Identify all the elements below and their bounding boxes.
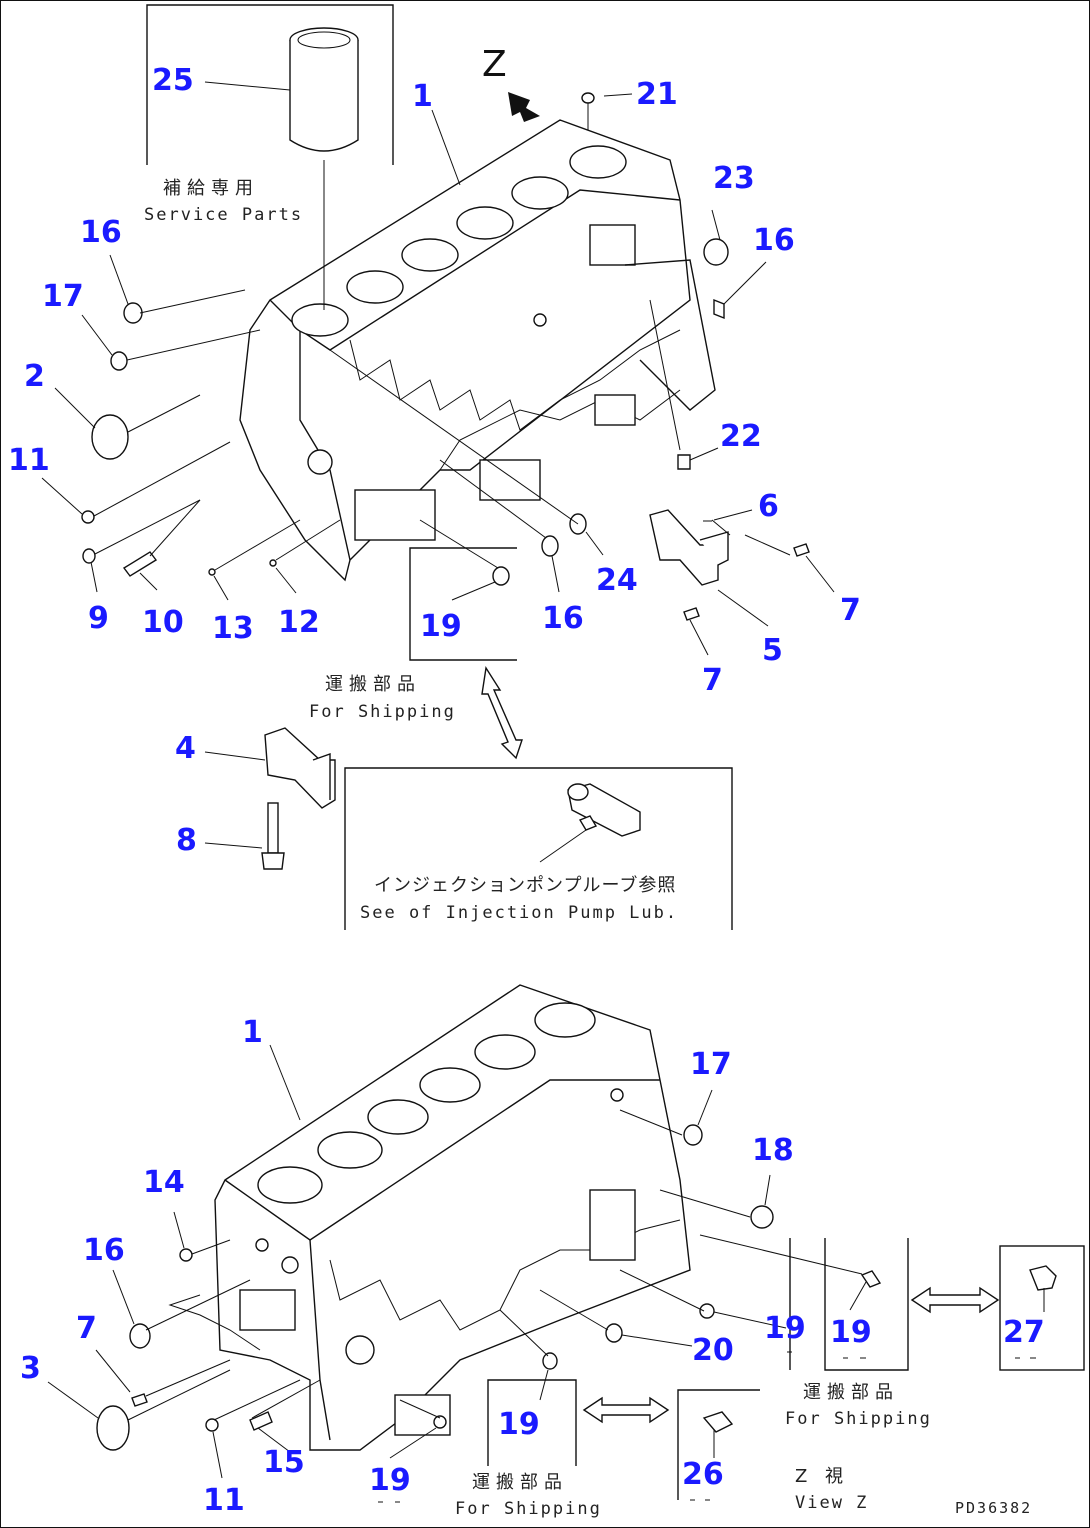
- callout-numbers: 25 1 21 23 16 16 17 2 11 22 6 7 24 9 10 …: [8, 63, 1045, 1518]
- cylinder-block-lower: [168, 984, 691, 1451]
- leader-lines-upper: [41, 81, 835, 656]
- callout-24: 24: [596, 563, 638, 598]
- tick-marks: [378, 1351, 1036, 1503]
- part-26-view: [702, 1411, 734, 1458]
- callout-7: 7: [76, 1311, 97, 1346]
- view-z-jp: Z 視: [795, 1466, 849, 1487]
- callout-1: 1: [412, 79, 433, 114]
- injection-pump-part: [539, 783, 641, 863]
- small-parts-upper: [81, 92, 729, 586]
- callout-4: 4: [175, 731, 196, 766]
- callout-7: 7: [702, 663, 723, 698]
- double-arrow-upper: [481, 666, 523, 760]
- cylinder-block-upper: [239, 119, 716, 582]
- service-parts-en: Service Parts: [144, 205, 303, 225]
- callout-9: 9: [88, 601, 109, 636]
- callout-17: 17: [42, 279, 84, 314]
- callout-19: 19: [369, 1463, 411, 1498]
- callout-17: 17: [690, 1047, 732, 1082]
- shipping-en-upper: For Shipping: [309, 702, 456, 722]
- callout-8: 8: [176, 823, 197, 858]
- double-arrow-lower: [582, 1396, 670, 1424]
- view-z-en: View Z: [795, 1493, 868, 1513]
- callout-25: 25: [152, 63, 194, 98]
- callout-23: 23: [713, 161, 755, 196]
- bracket-4: [264, 727, 336, 809]
- callout-19: 19: [498, 1407, 540, 1442]
- callout-19: 19: [420, 609, 462, 644]
- callout-16: 16: [80, 215, 122, 250]
- callout-3: 3: [20, 1351, 41, 1386]
- callout-12: 12: [278, 605, 320, 640]
- cylinder-liner-25: [289, 27, 359, 152]
- callout-16: 16: [542, 601, 584, 636]
- callout-18: 18: [752, 1133, 794, 1168]
- shipping-jp-right: 運搬部品: [803, 1382, 899, 1403]
- leader-lines-lower: [47, 1044, 867, 1479]
- shipping-jp-upper: 運搬部品: [325, 674, 421, 695]
- callout-11: 11: [203, 1483, 245, 1518]
- callout-21: 21: [636, 77, 678, 112]
- callout-2: 2: [24, 359, 45, 394]
- small-parts-lower: [96, 1124, 882, 1451]
- callout-13: 13: [212, 611, 254, 646]
- callout-11: 11: [8, 443, 50, 478]
- callout-26: 26: [682, 1457, 724, 1492]
- callout-10: 10: [142, 605, 184, 640]
- part-27-view: [1029, 1265, 1057, 1312]
- service-parts-jp: 補給専用: [163, 178, 259, 199]
- injection-jp: インジェクションポンプルーブ参照: [374, 874, 676, 896]
- double-arrow-right: [910, 1286, 1000, 1314]
- view-z-marker: Z: [482, 44, 507, 85]
- shipping-jp-lower: 運搬部品: [472, 1472, 568, 1493]
- callout-5: 5: [762, 633, 783, 668]
- bolt-8: [204, 751, 285, 870]
- callout-20: 20: [692, 1333, 734, 1368]
- callout-14: 14: [143, 1165, 185, 1200]
- injection-en: See of Injection Pump Lub.: [360, 903, 678, 923]
- callout-7: 7: [840, 593, 861, 628]
- bracket-5: [649, 509, 810, 621]
- callout-16: 16: [83, 1233, 125, 1268]
- callout-1: 1: [242, 1015, 263, 1050]
- callout-15: 15: [263, 1445, 305, 1480]
- callout-19: 19: [764, 1311, 806, 1346]
- callout-27: 27: [1003, 1315, 1045, 1350]
- callout-19: 19: [830, 1315, 872, 1350]
- callout-22: 22: [720, 419, 762, 454]
- callout-6: 6: [758, 489, 779, 524]
- shipping-en-right: For Shipping: [785, 1409, 932, 1429]
- callout-16: 16: [753, 223, 795, 258]
- shipping-en-lower: For Shipping: [455, 1499, 602, 1519]
- drawing-code: PD36382: [955, 1499, 1032, 1517]
